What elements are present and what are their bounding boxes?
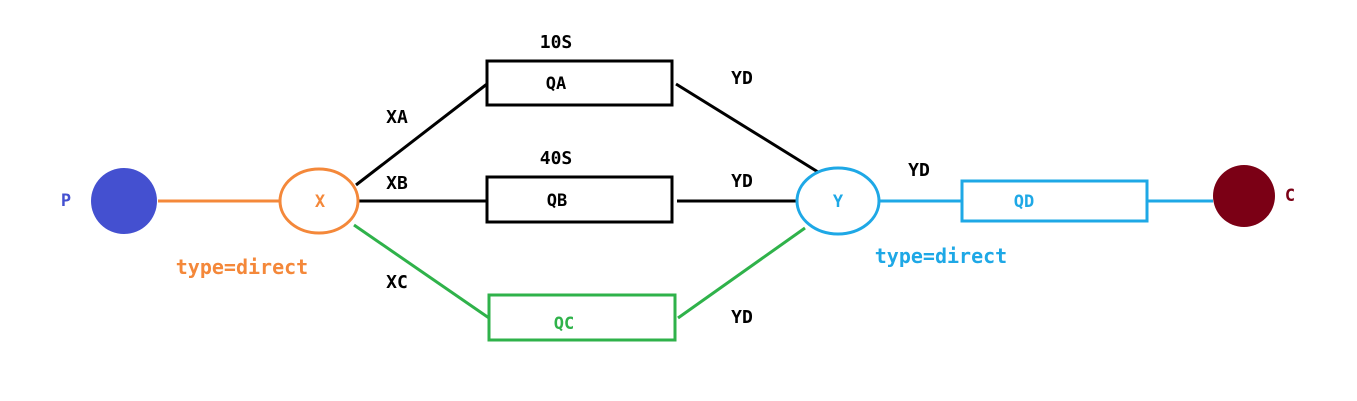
queue-qb-box bbox=[485, 175, 674, 224]
routing-key-yd-qc: YD bbox=[731, 307, 753, 328]
edge-x-qa bbox=[355, 82, 488, 187]
exchange-y-type: type=direct bbox=[875, 244, 1007, 268]
queue-qa-label: QA bbox=[546, 74, 566, 94]
exchange-x-node bbox=[278, 167, 360, 235]
producer-node bbox=[91, 168, 157, 234]
routing-key-yd-qa: YD bbox=[731, 68, 753, 89]
queue-qd-label: QD bbox=[1014, 192, 1034, 212]
producer-label: P bbox=[61, 191, 71, 211]
routing-key-yd-y-qd: YD bbox=[908, 160, 930, 181]
edge-qc-y bbox=[677, 226, 806, 320]
edge-x-qc bbox=[353, 223, 490, 320]
exchange-x-type: type=direct bbox=[176, 255, 308, 279]
queue-qc-label: QC bbox=[554, 314, 574, 334]
routing-key-yd-qb: YD bbox=[731, 171, 753, 192]
queue-qc-box bbox=[487, 293, 677, 342]
exchange-y-node bbox=[795, 166, 881, 236]
exchange-x-label: X bbox=[315, 192, 326, 212]
edge-qa-y bbox=[675, 82, 819, 174]
queue-qd-box bbox=[960, 179, 1149, 223]
queue-qb-label: QB bbox=[547, 191, 567, 211]
routing-key-xa: XA bbox=[386, 107, 408, 128]
routing-key-xc: XC bbox=[386, 272, 408, 293]
queue-qb-ttl: 40S bbox=[540, 148, 573, 169]
queue-qa-box bbox=[485, 59, 674, 107]
consumer-node bbox=[1213, 165, 1275, 227]
queue-qa-ttl: 10S bbox=[540, 32, 573, 53]
routing-key-xb: XB bbox=[386, 173, 408, 194]
exchange-y-label: Y bbox=[833, 192, 844, 212]
consumer-label: C bbox=[1285, 186, 1295, 206]
